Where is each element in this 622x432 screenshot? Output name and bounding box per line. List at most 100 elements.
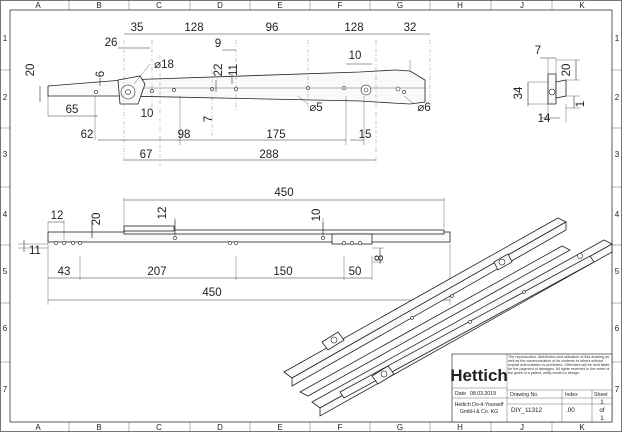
diameter-leaders — [133, 63, 415, 105]
isometric-view — [283, 217, 613, 417]
dim-35: 35 — [131, 22, 144, 34]
side-view-front-bracket — [123, 225, 175, 232]
dim-288: 288 — [259, 149, 278, 161]
dim-diameter-5: ⌀5 — [309, 102, 322, 114]
title-block: Hettich The reproduction, distribution a… — [450, 353, 613, 423]
column-label: G — [397, 1, 403, 10]
column-label: A — [35, 423, 41, 432]
row-label: 4 — [615, 210, 620, 219]
index-value: .00 — [566, 407, 575, 414]
column-label: J — [520, 1, 524, 10]
legal-text: The reproduction, distribution and utili… — [508, 355, 610, 376]
column-label: B — [96, 1, 101, 10]
top-view: 35 128 96 128 32 26 9 10 20 6 22 11 7 65… — [25, 22, 431, 166]
dim-20-side: 20 — [91, 213, 103, 226]
drawing-number: DIY_11312 — [511, 407, 543, 414]
row-label: 3 — [3, 150, 8, 159]
dim-450-bottom: 450 — [202, 287, 221, 299]
top-view-extension-lines-2 — [47, 60, 411, 145]
side-hole — [54, 241, 58, 245]
column-label: E — [277, 423, 282, 432]
side-hole — [173, 236, 177, 240]
dim-128-a: 128 — [184, 22, 203, 34]
side-hole — [350, 241, 354, 245]
company-line-2: GmbH & Co. KG — [460, 409, 498, 415]
row-label: 1 — [615, 34, 620, 43]
dim-450-top: 450 — [274, 187, 293, 199]
date-value: 08.03.2019 — [470, 391, 496, 397]
screw-hole — [94, 90, 98, 94]
dim-diameter-6: ⌀6 — [417, 102, 430, 114]
row-labels-right: 1 2 3 4 5 6 7 — [615, 34, 620, 394]
side-hole — [71, 241, 75, 245]
row-label: 5 — [3, 267, 8, 276]
column-label: F — [338, 1, 343, 10]
dim-10-side: 10 — [311, 209, 323, 222]
dim-15: 15 — [359, 129, 372, 141]
iso-rail-upper-b — [299, 245, 571, 397]
rear-roller-axle — [363, 87, 369, 93]
dim-207: 207 — [147, 266, 166, 278]
sheet-total: 1 — [600, 415, 604, 422]
sheet-label: Sheet — [594, 392, 608, 398]
dim-10-a: 10 — [349, 50, 362, 62]
dim-22: 22 — [213, 64, 225, 77]
iso-hole — [522, 290, 526, 294]
dim-12-side-a: 12 — [51, 210, 64, 222]
dim-11: 11 — [228, 64, 240, 76]
dim-34-section: 34 — [513, 86, 525, 99]
section-profile-inner — [555, 79, 567, 99]
section-extension-lines — [528, 58, 580, 122]
side-hole — [228, 241, 232, 245]
dim-9: 9 — [215, 38, 221, 50]
row-labels-left: 1 2 3 4 5 6 7 — [3, 34, 8, 394]
side-hole — [321, 236, 325, 240]
column-label: C — [156, 423, 162, 432]
iso-hole — [468, 320, 472, 324]
row-label: 7 — [615, 385, 620, 394]
screw-hole — [395, 86, 401, 92]
dim-26: 26 — [105, 37, 118, 49]
column-label: H — [457, 1, 463, 10]
inner-frame — [9, 9, 613, 423]
row-label: 3 — [615, 150, 620, 159]
dim-65: 65 — [66, 104, 79, 116]
row-label: 6 — [3, 324, 8, 333]
side-hole — [358, 241, 362, 245]
sheet-value: 1 — [600, 399, 604, 406]
dim-11-side: 11 — [29, 245, 41, 257]
section-roller — [548, 88, 556, 96]
row-label: 4 — [3, 210, 8, 219]
dim-diameter-18: ⌀18 — [154, 59, 174, 71]
dim-150: 150 — [273, 266, 292, 278]
side-view: 450 12 20 12 10 11 43 207 150 50 8 450 — [18, 187, 451, 305]
dim-1-section: 1 — [575, 101, 587, 107]
column-label: F — [338, 423, 343, 432]
row-label: 1 — [3, 34, 8, 43]
column-label: E — [277, 1, 282, 10]
dim-96: 96 — [266, 22, 279, 34]
section-view: 7 20 34 1 14 — [513, 45, 587, 125]
column-label: C — [156, 1, 162, 10]
dim-175: 175 — [266, 129, 285, 141]
screw-hole — [402, 90, 406, 94]
row-label: 2 — [615, 93, 620, 102]
column-label: D — [217, 1, 223, 10]
sheet-of: of — [599, 407, 605, 414]
date-label: Date — [455, 391, 466, 397]
iso-roller — [380, 370, 388, 378]
column-label: K — [579, 1, 585, 10]
brand-logo: Hettich — [450, 366, 508, 385]
company-line-1: Hettich Do-it-Yourself — [455, 402, 504, 408]
dim-128-b: 128 — [344, 22, 363, 34]
dim-98: 98 — [178, 129, 191, 141]
dim-10-b: 10 — [141, 108, 154, 120]
column-label: G — [397, 423, 403, 432]
dim-20: 20 — [25, 64, 37, 77]
iso-roller — [498, 258, 506, 266]
column-labels-top: A B C D E F G H J K — [35, 1, 585, 10]
screw-hole — [172, 88, 176, 92]
top-view-dimension-lines — [39, 33, 430, 161]
